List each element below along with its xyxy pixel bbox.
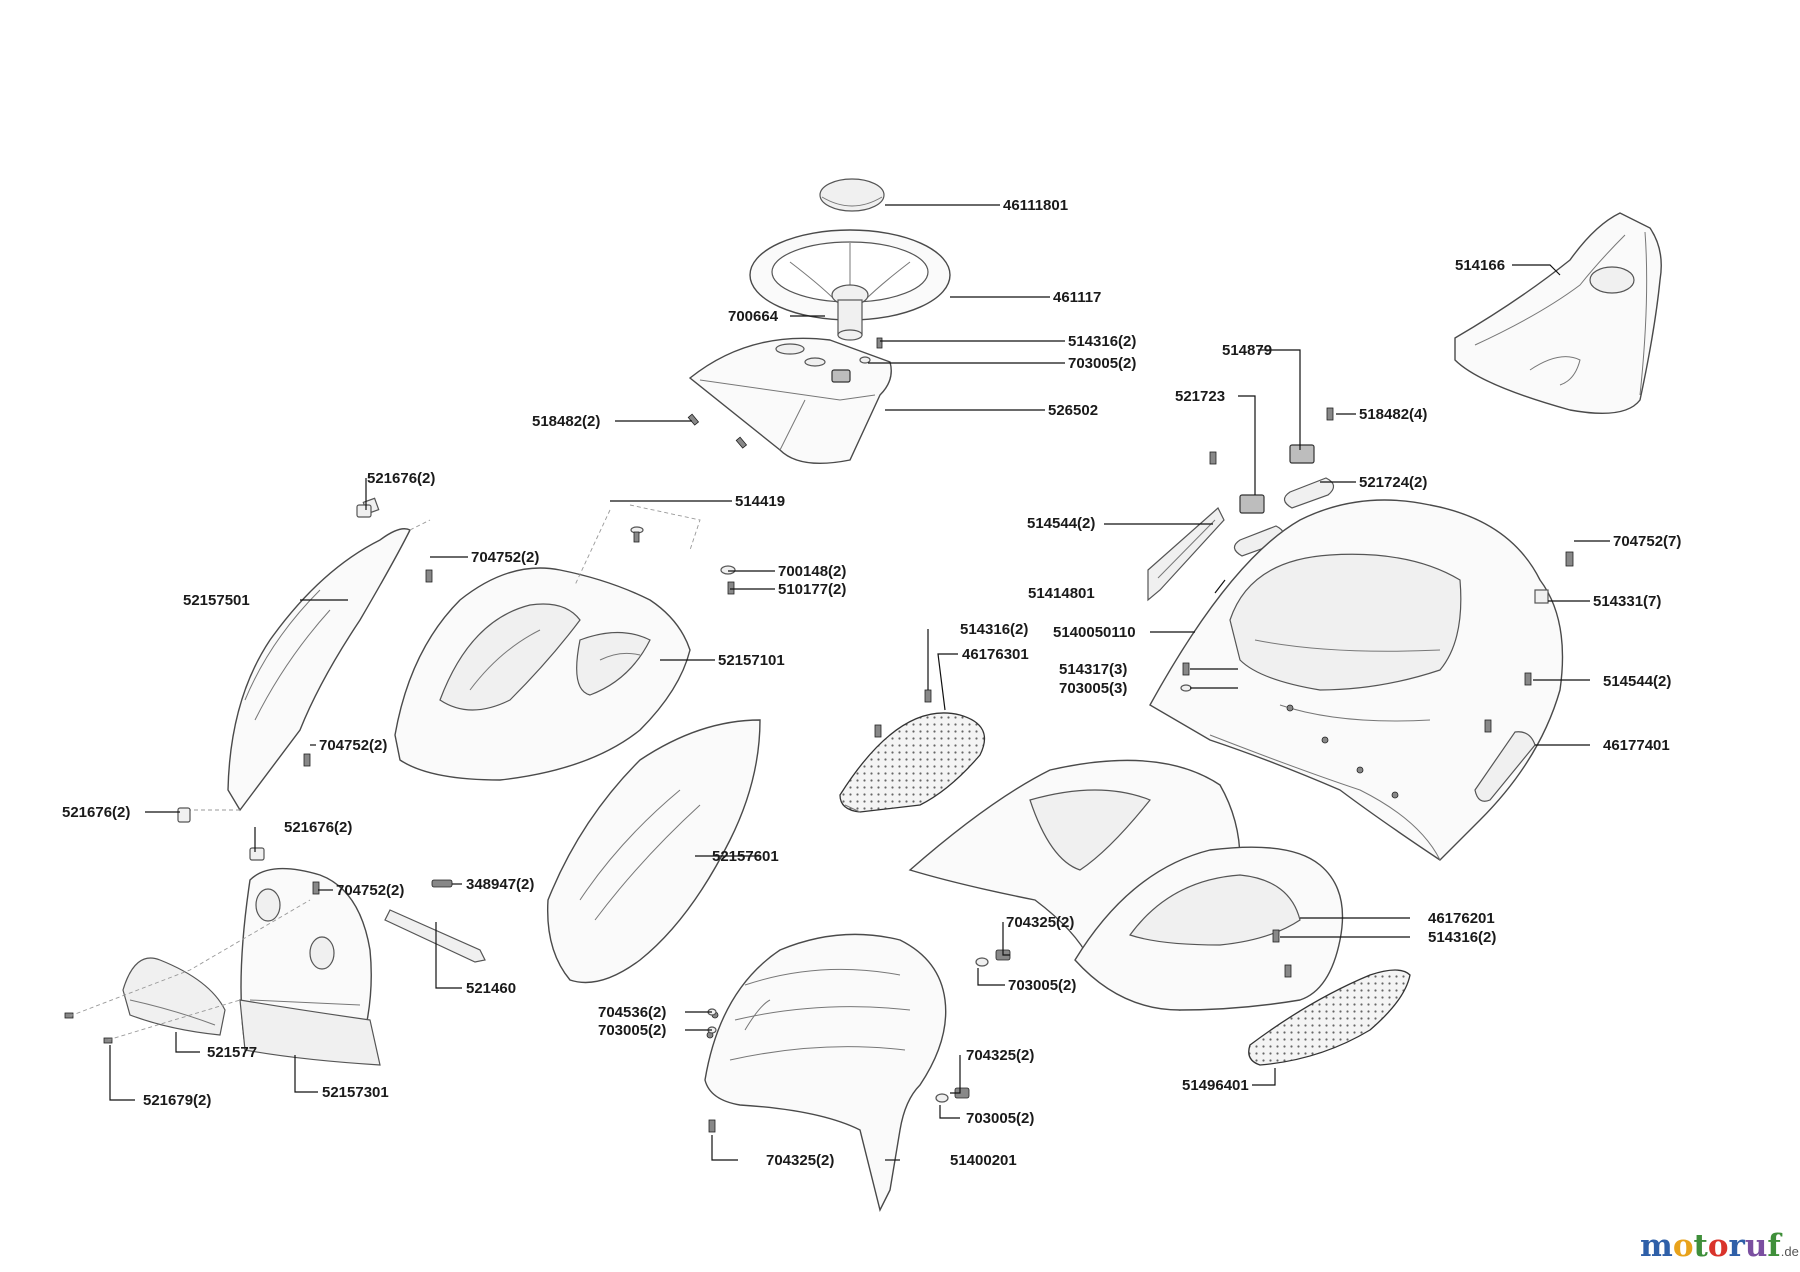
left-side-panel [190,497,431,812]
label-51496401: 51496401 [1182,1077,1249,1094]
label-521723: 521723 [1175,388,1225,405]
label-514544-a: 514544(2) [1027,515,1095,532]
logo-letter-o1: o [1672,1228,1694,1264]
label-526502: 526502 [1048,402,1098,419]
label-704752-b: 704752(7) [1613,533,1681,550]
label-51400201: 51400201 [950,1152,1017,1169]
label-461117: 461117 [1053,289,1101,306]
label-52157601: 52157601 [712,848,779,865]
front-lower-cowl [704,933,947,1213]
label-51414801: 51414801 [1028,585,1095,602]
label-514316-a: 514316(2) [1068,333,1136,350]
grille-hardware [64,847,320,1044]
logo-letter-o2: o [1707,1228,1729,1264]
label-46177401: 46177401 [1603,737,1670,754]
label-514879: 514879 [1222,342,1272,359]
label-521460: 521460 [466,980,516,997]
label-518482-b: 518482(4) [1359,406,1427,423]
label-704536: 704536(2) [598,1004,666,1021]
label-514316-b: 514316(2) [960,621,1028,638]
label-52157101: 52157101 [718,652,785,669]
label-704325-a: 704325(2) [1006,914,1074,931]
dashboard-screws [687,337,883,449]
hood-hardware [630,526,736,595]
label-46111801: 46111801 [1003,197,1068,214]
label-700664: 700664 [728,308,779,325]
motoruf-logo: motoruf.de [1640,1228,1799,1264]
assembly-dashed-guides [69,899,311,1041]
label-514166: 514166 [1455,257,1505,274]
right-footboard [1248,964,1411,1066]
label-510177: 510177(2) [778,581,846,598]
label-704325-b: 704325(2) [966,1047,1034,1064]
fender-hardware [1180,551,1574,733]
label-514316-c: 514316(2) [1428,929,1496,946]
logo-letter-t: t [1693,1228,1708,1264]
hood [394,504,701,781]
steering-wheel [749,229,951,341]
steering-wheel-cap [819,178,885,212]
label-521577: 521577 [207,1044,257,1061]
label-703005-d: 703005(2) [598,1022,666,1039]
label-518482-a: 518482(2) [532,413,600,430]
label-704325-c: 704325(2) [766,1152,834,1169]
label-514419: 514419 [735,493,785,510]
label-700148: 700148(2) [778,563,846,580]
left-footboard [839,689,986,813]
label-521676-c: 521676(2) [284,819,352,836]
switch-assembly [1147,407,1335,602]
label-703005-c: 703005(2) [1008,977,1076,994]
grille-bracket [384,879,486,963]
label-46176201: 46176201 [1428,910,1495,927]
rear-fender [1149,499,1564,861]
label-703005-e: 703005(2) [966,1110,1034,1127]
headlight-lens [122,957,226,1036]
left-panel-hardware [177,504,433,823]
label-348947: 348947(2) [466,876,534,893]
part-number-labels: 46111801 461117 700664 514316(2) 703005(… [62,197,1681,1169]
label-5140050110: 5140050110 [1053,624,1136,641]
logo-letter-u: u [1744,1228,1768,1264]
label-514544-b: 514544(2) [1603,673,1671,690]
logo-letter-m: m [1640,1228,1673,1264]
logo-domain: .de [1780,1244,1799,1259]
seat [1454,212,1662,415]
label-514317: 514317(3) [1059,661,1127,678]
front-bumper [239,999,381,1066]
label-704752-c: 704752(2) [319,737,387,754]
label-703005-a: 703005(2) [1068,355,1136,372]
label-521724: 521724(2) [1359,474,1427,491]
label-52157501: 52157501 [183,592,250,609]
label-521676-a: 521676(2) [367,470,435,487]
logo-letter-f: f [1767,1228,1781,1264]
label-521676-b: 521676(2) [62,804,130,821]
label-514331: 514331(7) [1593,593,1661,610]
label-704752-a: 704752(2) [471,549,539,566]
label-46176301: 46176301 [962,646,1029,663]
dashboard-cover [688,337,892,465]
front-side-panel [546,719,761,984]
logo-letter-r: r [1728,1228,1745,1264]
rear-floor-cover [1074,846,1344,1011]
label-704752-d: 704752(2) [336,882,404,899]
label-521679: 521679(2) [143,1092,211,1109]
cowl-hardware [707,949,1011,1133]
label-52157301: 52157301 [322,1084,389,1101]
leader-lines [109,204,1610,1161]
label-703005-b: 703005(3) [1059,680,1127,697]
front-grille [240,867,372,1051]
